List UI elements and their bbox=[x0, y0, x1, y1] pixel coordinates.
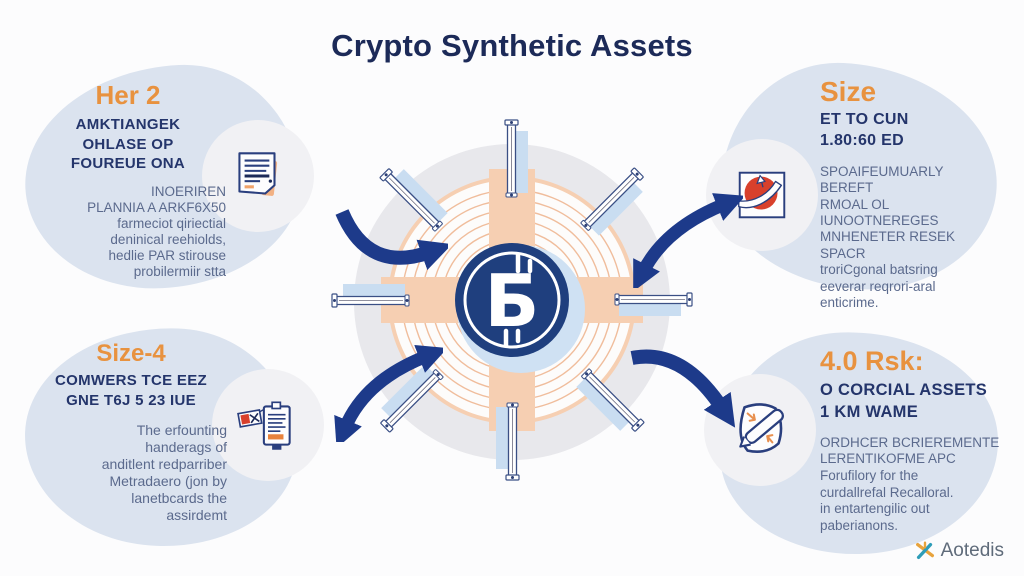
curved-arrow-top-right bbox=[633, 193, 743, 288]
red-circle-chart-icon bbox=[738, 171, 786, 219]
page-title: Crypto Synthetic Assets bbox=[331, 28, 693, 63]
curved-arrow-bottom-right bbox=[630, 349, 736, 428]
curved-arrow-bottom-left bbox=[334, 344, 443, 442]
icon-circle-top-left bbox=[202, 120, 314, 232]
brand-logo: Aotedis bbox=[914, 540, 1004, 562]
central-hub-diagram: Б bbox=[331, 119, 693, 481]
quadrant-bottom-right: 4.0 Rsk: O CORCIAL ASSETS 1 KM WAME ORDH… bbox=[820, 346, 1002, 535]
brand-logo-icon bbox=[915, 541, 934, 560]
quadrant-body: SPOAIFEUMUARLY BEREFT RMOAL OL IUNOOTNER… bbox=[820, 163, 956, 311]
hub-spokes bbox=[331, 119, 693, 481]
quadrant-subheading: AMKTIANGEK OHLASE OP FOUREUE ONA bbox=[70, 116, 186, 172]
quadrant-heading: Size bbox=[820, 76, 877, 107]
document-icon bbox=[238, 152, 278, 196]
quadrant-subheading: ET TO CUN 1.80:60 ED bbox=[820, 111, 909, 149]
quadrant-bottom-left: Size-4 COMWERS TCE EEZ GNE T6J 5 23 IUE … bbox=[35, 340, 227, 524]
quadrant-heading: Size-4 bbox=[96, 340, 166, 367]
quadrant-heading: Her 2 bbox=[95, 80, 161, 110]
quadrant-body: The erfounting handerags of anditlent re… bbox=[101, 422, 227, 524]
quadrant-top-left: Her 2 AMKTIANGEK OHLASE OP FOUREUE ONA I… bbox=[30, 80, 226, 281]
bitcoin-coin-icon: Б bbox=[455, 243, 585, 373]
quadrant-body: INOERIREN PLANNIA A ARKF6X50 farmeciot q… bbox=[87, 183, 226, 280]
quadrant-subheading: O CORCIAL ASSETS 1 KM WAME bbox=[820, 381, 988, 421]
clipboard-tag-icon bbox=[237, 401, 291, 450]
brand-name: Aotedis bbox=[940, 540, 1004, 561]
icon-circle-bottom-left bbox=[212, 369, 324, 481]
document-pencil-icon bbox=[739, 403, 785, 454]
quadrant-body: ORDHCER BCRIEREMENTE LERENTIKOFME APC Fo… bbox=[820, 434, 1000, 534]
quadrant-top-right: Size ET TO CUN 1.80:60 ED SPOAIFEUMUARLY… bbox=[820, 76, 998, 312]
quadrant-subheading: COMWERS TCE EEZ GNE T6J 5 23 IUE bbox=[54, 372, 207, 409]
curved-arrow-top-left bbox=[335, 209, 448, 271]
quadrant-heading: 4.0 Rsk: bbox=[820, 346, 924, 376]
